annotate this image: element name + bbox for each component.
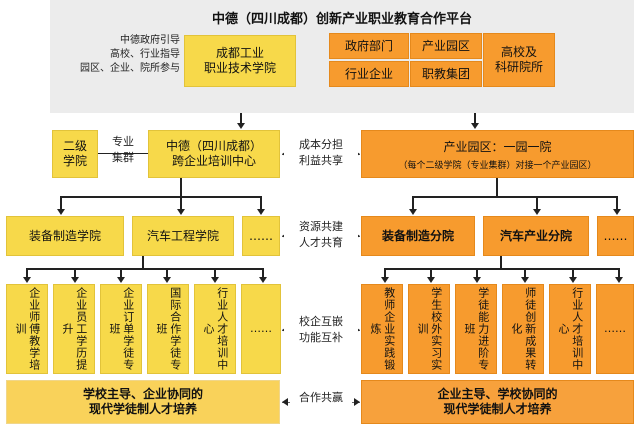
top-note-line-3: 园区、企业、院所参与 [80,63,180,74]
arrow-r4-6 [615,277,623,283]
partner-industry-box: 行业企业 [329,61,409,87]
drop-r4-3 [476,268,478,278]
equipment-branch-box: 装备制造分院 [361,216,475,256]
bar-left-3-4 [26,268,264,270]
arrow-right-2 [533,209,541,215]
drop-r4-2 [430,268,432,278]
arrow-left-3 [257,209,265,215]
more-branch-box: …… [597,216,634,256]
win-win-label: 合作共赢 [290,390,352,406]
trunk-left-2-3 [180,178,182,196]
platform-title: 中德（四川成都）创新产业职业教育合作平台 [211,12,472,27]
specialty-cluster-label: 专业 集群 [112,135,134,164]
enterprise-led-box: 企业主导、学校协同的 现代学徒制人才培养 [361,380,634,424]
order-class-box: 企业订单学徒专班 [100,284,142,374]
drop-left-3 [260,196,262,210]
link-college-center [98,153,148,154]
more-right-box: …… [596,284,634,374]
partner-gov-box: 政府部门 [329,33,409,59]
mutual-embed-label: 校企互嵌 功能互补 [284,314,358,346]
talent-center-box-left: 行业人才培训中心 [194,284,236,374]
connector-top-right [474,113,476,125]
innovation-transfer-box: 师徒创新成果转化 [502,284,544,374]
arrow-top-right [471,123,479,129]
industry-park-title: 产业园区：一园一院 [443,140,552,154]
arrow-right-1 [409,209,417,215]
drop-l4-3 [120,268,122,278]
resource-sharing-label: 资源共建 人才共育 [284,219,358,251]
drop-l4-1 [26,268,28,278]
apprentice-advance-box: 学徒能力进阶专班 [455,284,497,374]
connector-top-left [240,113,242,125]
teacher-practice-box: 教师企业实践锻炼 [361,284,403,374]
school-led-box: 学校主导、企业协同的 现代学徒制人才培养 [6,380,280,424]
arrow-r4-2 [427,277,435,283]
drop-l4-4 [166,268,168,278]
drop-left-2 [180,196,182,210]
partner-group-box: 职教集团 [410,61,482,87]
arrow-bottom-left [282,398,288,406]
staff-degree-box: 企业员工学历提升 [53,284,95,374]
more-left-box: …… [241,284,281,374]
auto-college-box: 汽车工程学院 [132,216,234,256]
student-internship-box: 学生校外实习实训 [408,284,450,374]
bar-right-3-4 [384,268,620,270]
arrow-r4-4 [521,277,529,283]
arrow-top-left [237,123,245,129]
equipment-college-box: 装备制造学院 [6,216,124,256]
arrow-r4-5 [569,277,577,283]
industry-park-subtitle: （每个二级学院（专业集群）对接一个产业园区） [398,161,597,171]
arrow-l4-3 [117,277,125,283]
arrow-r4-1 [381,277,389,283]
auto-branch-box: 汽车产业分院 [483,216,589,256]
arrow-left-2 [177,209,185,215]
trunk-right-3-4 [500,256,502,268]
arrow-l4-5 [211,277,219,283]
intl-class-box: 国际合作学徒专班 [147,284,189,374]
top-note-line-2: 高校、行业指导 [110,49,180,60]
more-college-box: …… [242,216,280,256]
arrow-left-1 [57,209,65,215]
secondary-college-box: 二级 学院 [52,130,98,178]
top-note-line-1: 中德政府引导 [120,35,180,46]
trunk-right-2-3 [496,178,498,196]
mentor-teaching-box: 企业师傅教学培训 [6,284,48,374]
partner-park-box: 产业园区 [410,33,482,59]
bar-left-2-3 [60,196,262,198]
drop-right-2 [536,196,538,210]
trunk-left-3-4 [142,256,144,268]
arrow-l4-4 [163,277,171,283]
arrow-l4-6 [259,277,267,283]
drop-r4-6 [618,268,620,278]
drop-right-1 [412,196,414,210]
arrow-l4-2 [71,277,79,283]
arrow-r4-3 [473,277,481,283]
arrow-right-3 [613,209,621,215]
drop-l4-6 [262,268,264,278]
training-center-box: 中德（四川成都） 跨企业培训中心 [148,130,280,178]
bar-right-2-3 [412,196,618,198]
drop-left-1 [60,196,62,210]
institute-box: 成都工业 职业技术学院 [184,35,296,87]
arrow-bottom-right [354,398,360,406]
drop-r4-5 [572,268,574,278]
drop-l4-2 [74,268,76,278]
drop-right-3 [616,196,618,210]
arrow-l4-1 [23,277,31,283]
cost-sharing-label: 成本分担 利益共享 [284,137,358,169]
industry-park-box: 产业园区：一园一院 （每个二级学院（专业集群）对接一个产业园区） [361,130,634,178]
partner-university-box: 高校及 科研院所 [483,33,555,87]
top-note: 中德政府引导 高校、行业指导 园区、企业、院所参与 [52,34,180,76]
drop-l4-5 [214,268,216,278]
drop-r4-1 [384,268,386,278]
talent-center-box-right: 行业人才培训中心 [549,284,591,374]
drop-r4-4 [524,268,526,278]
